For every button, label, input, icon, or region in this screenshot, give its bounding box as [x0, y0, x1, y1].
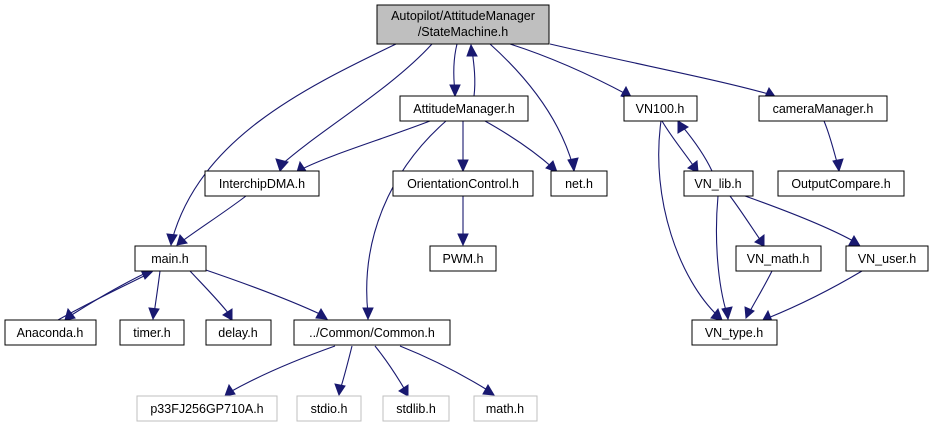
nodes: Autopilot/AttitudeManager /StateMachine.… — [4, 4, 929, 422]
node-math[interactable]: math.h — [473, 395, 538, 422]
node-vn100[interactable]: VN100.h — [623, 95, 698, 122]
p33fj-label: p33FJ256GP710A.h — [150, 402, 263, 416]
node-vnlib[interactable]: VN_lib.h — [683, 170, 754, 197]
anaconda-label: Anaconda.h — [17, 326, 84, 340]
node-orientationcontrol[interactable]: OrientationControl.h — [392, 170, 534, 197]
edge-main-to-anaconda — [64, 270, 151, 321]
stdio-label: stdio.h — [311, 402, 348, 416]
edge-main-to-delay — [189, 270, 233, 321]
math-label: math.h — [486, 402, 524, 416]
edge-common-to-stdlib — [374, 345, 409, 397]
edge-orientationcontrol-to-pwm — [457, 196, 469, 247]
node-stdlib[interactable]: stdlib.h — [382, 395, 450, 422]
edges — [57, 43, 863, 397]
vnuser-label: VN_user.h — [858, 252, 916, 266]
node-timer[interactable]: timer.h — [119, 319, 185, 346]
node-stdio[interactable]: stdio.h — [296, 395, 362, 422]
node-anaconda[interactable]: Anaconda.h — [4, 319, 97, 346]
vn100-label: VN100.h — [636, 102, 685, 116]
edge-attitudemanager-to-statemachine — [466, 43, 478, 97]
edge-statemachine-to-main — [166, 43, 397, 247]
stdlib-label: stdlib.h — [396, 402, 436, 416]
node-main[interactable]: main.h — [134, 245, 207, 272]
edge-attitudemanager-to-orientationcontrol — [457, 121, 469, 173]
edge-vnmath-to-vntype — [744, 270, 773, 320]
edge-statemachine-to-interchipdma — [275, 43, 433, 172]
edge-attitudemanager-to-interchipdma — [296, 120, 431, 173]
timer-label: timer.h — [133, 326, 171, 340]
edge-common-to-stdio — [334, 345, 353, 397]
node-common[interactable]: ../Common/Common.h — [293, 319, 451, 346]
root-label-line1: Autopilot/AttitudeManager — [391, 9, 535, 23]
edge-vn100-to-vnlib — [661, 120, 699, 173]
attitudemanager-label: AttitudeManager.h — [413, 102, 515, 116]
main-label: main.h — [151, 252, 189, 266]
root-label-line2: /StateMachine.h — [418, 25, 508, 39]
edge-interchipdma-to-main — [176, 195, 247, 246]
edge-vnlib-to-vntype — [715, 195, 733, 321]
edge-anaconda-to-main — [57, 269, 154, 321]
edge-cameramanager-to-outputcompare — [823, 120, 844, 173]
node-interchipdma[interactable]: InterchipDMA.h — [204, 170, 320, 197]
net-label: net.h — [565, 177, 593, 191]
vntype-label: VN_type.h — [705, 326, 763, 340]
orientationcontrol-label: OrientationControl.h — [407, 177, 519, 191]
edge-statemachine-to-attitudemanager — [449, 43, 461, 98]
edge-vnlib-to-vnmath — [729, 195, 765, 247]
edge-common-to-math — [399, 345, 495, 396]
outputcompare-label: OutputCompare.h — [791, 177, 890, 191]
edge-vnlib-to-vn100 — [677, 120, 713, 172]
node-vntype[interactable]: VN_type.h — [691, 319, 778, 346]
edge-statemachine-to-net — [489, 43, 579, 173]
cameramanager-label: cameraManager.h — [773, 102, 874, 116]
node-vnmath[interactable]: VN_math.h — [735, 245, 822, 272]
edge-attitudemanager-to-net — [484, 120, 558, 173]
node-delay[interactable]: delay.h — [205, 319, 272, 346]
node-cameramanager[interactable]: cameraManager.h — [758, 95, 888, 122]
edge-statemachine-to-cameramanager — [549, 43, 778, 99]
vnlib-label: VN_lib.h — [694, 177, 741, 191]
common-label: ../Common/Common.h — [309, 326, 435, 340]
edge-main-to-timer — [148, 270, 161, 321]
node-outputcompare[interactable]: OutputCompare.h — [777, 170, 905, 197]
edge-statemachine-to-vn100 — [509, 43, 633, 100]
node-p33fj256gp710a[interactable]: p33FJ256GP710A.h — [136, 395, 278, 422]
node-vnuser[interactable]: VN_user.h — [845, 245, 929, 272]
pwm-label: PWM.h — [443, 252, 484, 266]
delay-label: delay.h — [218, 326, 257, 340]
node-net[interactable]: net.h — [550, 170, 608, 197]
edge-vnuser-to-vntype — [762, 270, 863, 322]
node-attitudemanager[interactable]: AttitudeManager.h — [399, 95, 529, 122]
interchipdma-label: InterchipDMA.h — [219, 177, 305, 191]
node-statemachine-root[interactable]: Autopilot/AttitudeManager /StateMachine.… — [376, 4, 550, 45]
edge-common-to-p33fj — [224, 345, 336, 397]
edge-vn100-to-vntype — [658, 120, 723, 321]
edge-main-to-common — [199, 267, 328, 320]
edge-attitudemanager-to-common — [362, 120, 447, 321]
vnmath-label: VN_math.h — [747, 252, 810, 266]
node-pwm[interactable]: PWM.h — [429, 245, 497, 272]
